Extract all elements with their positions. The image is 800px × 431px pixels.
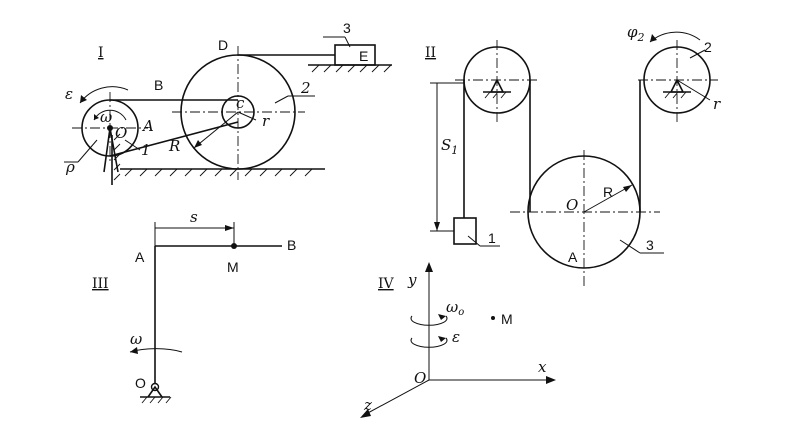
pivot-base-hatch <box>141 396 172 404</box>
label-e: E <box>359 48 368 64</box>
label-y: y <box>407 271 417 289</box>
label-b: B <box>154 77 163 93</box>
label-b-iii: B <box>287 237 296 253</box>
label-d: D <box>218 37 228 53</box>
label-r: r <box>262 112 270 130</box>
ground-hatch <box>124 168 313 177</box>
label-s-iii: s <box>190 208 198 226</box>
label-2-leader-ii <box>689 49 706 59</box>
figure-iv-title: IV <box>378 276 395 292</box>
belt-bottom <box>109 121 239 157</box>
epsilon-arrowhead <box>80 95 87 103</box>
label-a: A <box>141 117 154 135</box>
block-e-floor-hatch <box>311 64 392 73</box>
figure-iv: IV y ωo ε M O x z <box>360 262 556 418</box>
wheel-1-support-hatch <box>113 133 121 181</box>
label-R-ii: R <box>603 184 613 200</box>
label-m-iii: M <box>227 259 239 275</box>
point-m <box>231 243 237 249</box>
label-o-ii: O <box>566 196 578 214</box>
label-3: 3 <box>343 20 351 36</box>
s1-arrowhead <box>434 222 440 231</box>
wheel-3-radius-arrowhead <box>623 185 632 192</box>
label-omega-iii: ω <box>130 330 142 348</box>
label-3-leader-ii <box>619 239 641 254</box>
wheel-3-radius-line <box>583 184 633 213</box>
rho-leader <box>77 139 98 163</box>
epsilon-arrowhead-iv <box>438 336 446 342</box>
z-axis <box>365 379 430 415</box>
pulley-right-radius <box>676 79 711 101</box>
s-arrowhead <box>225 225 234 231</box>
radius-R-line <box>193 111 239 149</box>
pulley-left-base-hatch <box>484 91 507 99</box>
x-axis-arrowhead <box>546 376 556 384</box>
y-axis-arrowhead <box>425 262 433 272</box>
label-3-ii: 3 <box>646 237 654 253</box>
label-1-ii: 1 <box>488 230 496 246</box>
label-phi2: φ2 <box>627 23 645 44</box>
label-1-leader-ii <box>467 235 481 247</box>
z-axis-arrowhead <box>360 409 371 418</box>
omega-arrowhead-iii <box>130 347 138 354</box>
omega0-arrowhead <box>438 314 446 320</box>
phi2-arc <box>649 31 701 43</box>
label-epsilon: ε <box>65 85 73 103</box>
figure-i: I ε ω O A ρ 1 <box>64 20 392 185</box>
radius-r-line <box>237 111 257 121</box>
omega-arrowhead <box>94 114 99 120</box>
pivot-support <box>147 385 163 398</box>
label-o: O <box>115 124 127 142</box>
label-s1: S1 <box>441 136 458 157</box>
label-omega: ω <box>100 108 112 126</box>
pulley-right-base-hatch <box>664 91 687 99</box>
label-2-ii: 2 <box>704 39 712 55</box>
label-R: R <box>168 137 180 155</box>
omega0-arc <box>410 315 448 326</box>
point-m-iv <box>491 316 495 320</box>
figure-iii-title: III <box>92 276 109 292</box>
omega-arc-iii <box>129 348 183 353</box>
label-rho: ρ <box>65 158 75 176</box>
figure-i-title: I <box>98 45 104 61</box>
phi2-arrowhead <box>650 34 657 42</box>
label-x: x <box>538 358 547 376</box>
label-z: z <box>363 396 372 414</box>
label-c: c <box>236 94 245 112</box>
label-2: 2 <box>300 79 311 97</box>
figure-ii-title: II <box>425 45 436 61</box>
label-omega0: ωo <box>446 298 464 318</box>
label-o-iv: O <box>414 369 426 387</box>
label-1: 1 <box>141 141 151 159</box>
label-2-leader <box>274 95 289 104</box>
label-r-ii: r <box>713 95 721 113</box>
wheel-1-support <box>103 127 119 173</box>
label-o-iii: O <box>135 375 146 391</box>
label-a-iii: A <box>135 249 145 265</box>
label-epsilon-iv: ε <box>452 328 460 346</box>
label-3-leader <box>344 36 351 48</box>
label-a-ii: A <box>568 249 578 265</box>
figure-ii: II 1 S1 O R A <box>425 23 721 286</box>
radius-R-arrowhead <box>194 140 202 148</box>
figure-iii: III A s M B ω O <box>92 208 296 404</box>
block-e <box>334 44 376 66</box>
label-m-iv: M <box>501 311 513 327</box>
epsilon-arc-iv <box>410 337 448 348</box>
